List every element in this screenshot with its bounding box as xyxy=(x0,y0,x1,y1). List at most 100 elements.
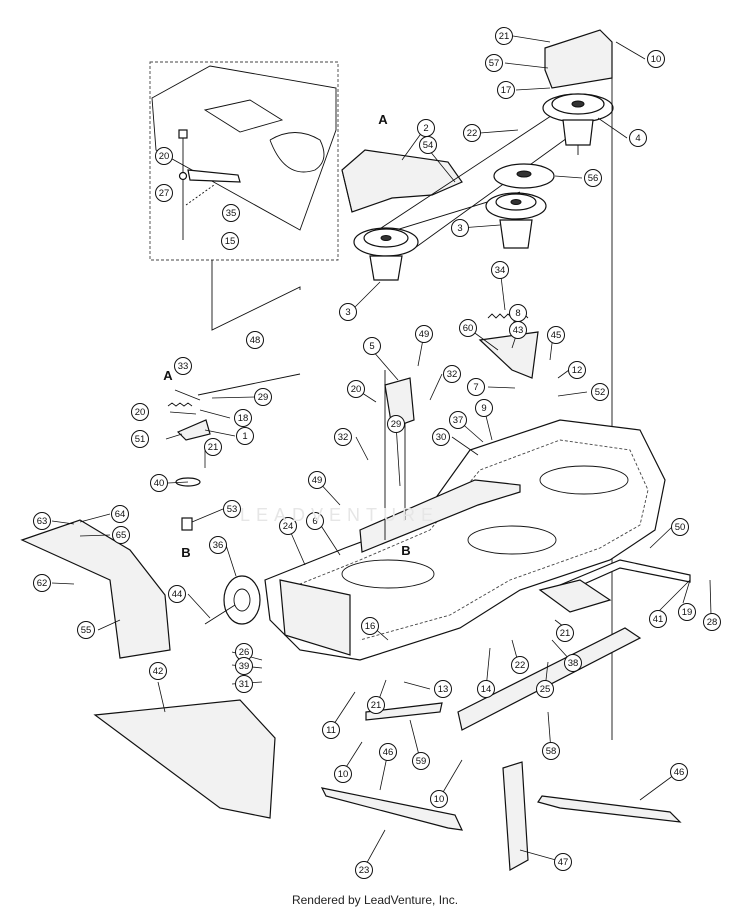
callout-bubble xyxy=(477,680,495,698)
callout-number: 20 xyxy=(135,407,146,418)
mower-deck xyxy=(264,419,666,661)
callout-bubble xyxy=(234,409,252,427)
callout-number: 53 xyxy=(227,504,238,515)
ref-b-left: B xyxy=(181,545,190,560)
callout-bubble xyxy=(449,411,467,429)
callout-bubble xyxy=(703,613,721,631)
callout-bubble xyxy=(649,610,667,628)
belt-cover xyxy=(341,149,463,213)
callout-bubble xyxy=(77,621,95,639)
callout-number: 63 xyxy=(37,516,48,527)
blade-center xyxy=(502,761,529,871)
callout-c36: 36 xyxy=(209,536,227,554)
callout-number: 20 xyxy=(351,384,362,395)
callout-bubble xyxy=(419,136,437,154)
callout-number: 31 xyxy=(239,679,250,690)
callout-number: 46 xyxy=(383,747,394,758)
callout-c46a: 46 xyxy=(379,743,397,761)
callout-c41: 41 xyxy=(649,610,667,628)
callout-bubble xyxy=(131,403,149,421)
blade-right xyxy=(537,795,682,823)
callout-number: 34 xyxy=(495,265,506,276)
blade-left xyxy=(320,787,464,831)
reference-letters: A A B B xyxy=(163,112,410,560)
callout-c46b: 46 xyxy=(670,763,688,781)
callout-bubble xyxy=(430,790,448,808)
callout-bubble xyxy=(379,743,397,761)
callout-bubble xyxy=(485,54,503,72)
callout-bubble xyxy=(204,438,222,456)
callout-c31: 31 xyxy=(235,675,253,693)
callout-c35: 35 xyxy=(222,204,240,222)
callout-number: 10 xyxy=(434,794,445,805)
callout-bubble xyxy=(443,365,461,383)
callout-c55: 55 xyxy=(77,621,95,639)
callout-bubble xyxy=(554,853,572,871)
callout-number: 29 xyxy=(258,392,269,403)
callout-c45: 45 xyxy=(547,326,565,344)
callout-bubble xyxy=(495,27,513,45)
callout-number: 6 xyxy=(312,516,317,527)
ref-a-top: A xyxy=(378,112,388,127)
callout-number: 58 xyxy=(546,746,557,757)
callout-bubble xyxy=(509,321,527,339)
callout-number: 45 xyxy=(551,330,562,341)
callout-number: 28 xyxy=(707,617,718,628)
callout-c19: 19 xyxy=(678,603,696,621)
gauge-wheel xyxy=(204,575,261,625)
callout-c48: 48 xyxy=(246,331,264,349)
callout-c8: 8 xyxy=(509,304,527,322)
callout-c24: 24 xyxy=(279,517,297,535)
callout-bubble xyxy=(306,512,324,530)
callout-c20c: 20 xyxy=(131,403,149,421)
callout-number: 4 xyxy=(635,133,640,144)
callout-c20b: 20 xyxy=(155,147,173,165)
callout-number: 42 xyxy=(153,666,164,677)
callout-c20a: 20 xyxy=(347,380,365,398)
callout-number: 49 xyxy=(312,475,323,486)
callout-bubble xyxy=(670,763,688,781)
callout-bubble xyxy=(361,617,379,635)
callout-number: 14 xyxy=(481,684,492,695)
callout-c21a: 21 xyxy=(495,27,513,45)
callout-number: 39 xyxy=(239,661,250,672)
callout-c5: 5 xyxy=(363,337,381,355)
callout-bubble xyxy=(363,337,381,355)
callout-c44: 44 xyxy=(168,585,186,603)
callout-bubble xyxy=(491,261,509,279)
callout-bubble xyxy=(155,184,173,202)
callout-number: 10 xyxy=(651,54,662,65)
callout-number: 35 xyxy=(226,208,237,219)
callout-bubble xyxy=(415,325,433,343)
callout-number: 12 xyxy=(572,365,583,376)
callout-number: 59 xyxy=(416,756,427,767)
callout-number: 19 xyxy=(682,607,693,618)
callout-c58: 58 xyxy=(542,742,560,760)
callout-c59: 59 xyxy=(412,752,430,770)
callout-number: 57 xyxy=(489,58,500,69)
callout-bubble xyxy=(412,752,430,770)
callout-number: 33 xyxy=(178,361,189,372)
callout-bubble xyxy=(155,147,173,165)
callout-bubble xyxy=(367,696,385,714)
callout-number: 38 xyxy=(568,658,579,669)
callout-c25: 25 xyxy=(536,680,554,698)
callout-c57: 57 xyxy=(485,54,503,72)
callout-number: 47 xyxy=(558,857,569,868)
callout-bubble xyxy=(168,585,186,603)
callout-c60: 60 xyxy=(459,319,477,337)
callout-number: 18 xyxy=(238,413,249,424)
callout-c47: 47 xyxy=(554,853,572,871)
idler-arm xyxy=(478,331,539,379)
callout-bubble xyxy=(463,124,481,142)
callout-bubble xyxy=(174,357,192,375)
callout-number: 26 xyxy=(239,647,250,658)
callout-number: 37 xyxy=(453,415,464,426)
callout-c39: 39 xyxy=(235,657,253,675)
lift-link xyxy=(197,373,301,396)
callout-c56: 56 xyxy=(584,169,602,187)
callout-c22a: 22 xyxy=(463,124,481,142)
callout-bubble xyxy=(355,861,373,879)
front-baffle xyxy=(365,702,443,721)
